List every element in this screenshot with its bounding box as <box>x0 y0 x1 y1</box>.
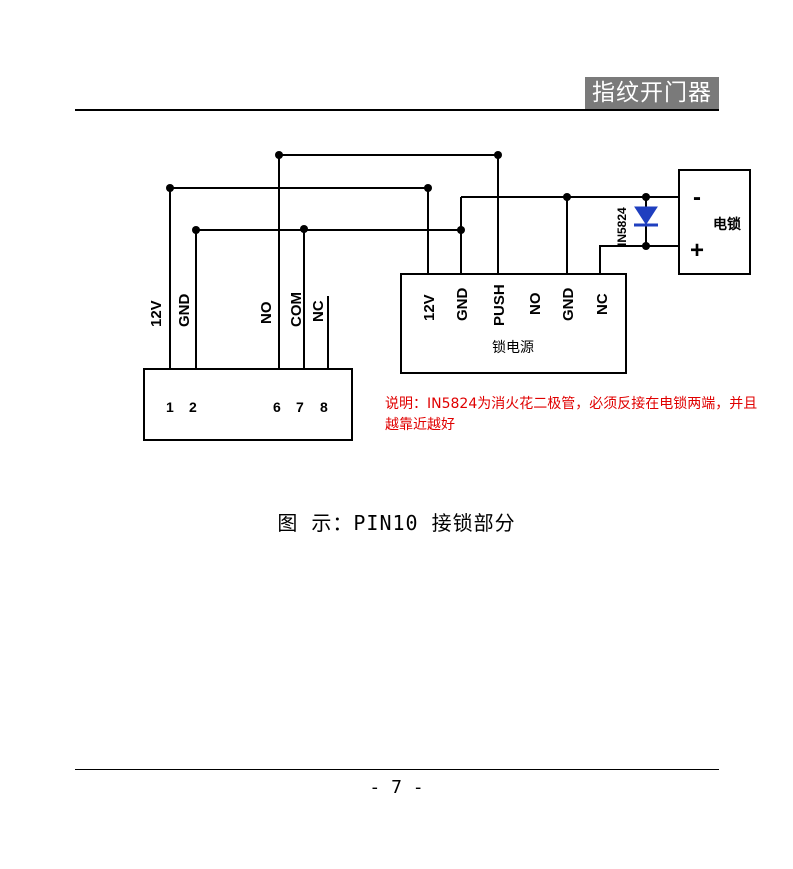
reader-pin-label: NO <box>258 301 275 324</box>
lock-box <box>678 169 751 275</box>
junction-dot <box>457 226 465 234</box>
lock-label: 电锁 <box>713 216 741 233</box>
psu-pin-label: GND <box>560 288 577 322</box>
diode-note: 说明：IN5824为消火花二极管，必须反接在电锁两端，并且越靠近越好 <box>385 396 758 433</box>
reader-pin-label: COM <box>288 292 305 327</box>
wire-nc-lock-plus <box>599 245 679 274</box>
reader-box <box>143 368 353 441</box>
reader-pin-number: 1 <box>166 399 174 415</box>
figure-caption: 图 示：PIN10 接锁部分 <box>277 511 516 535</box>
junction-dot <box>494 151 502 159</box>
lock-plus-sign: + <box>690 237 704 264</box>
reader-pin-number: 8 <box>320 399 328 415</box>
psu-pin-label: NC <box>594 293 611 315</box>
header-title: 指纹开门器 <box>585 77 719 110</box>
junction-dot <box>424 184 432 192</box>
diode-label: IN5824 <box>615 207 629 246</box>
lock-minus-sign: - <box>693 184 701 211</box>
reader-pin-label: NC <box>310 300 327 322</box>
reader-pin-number: 7 <box>296 399 304 415</box>
junction-dot <box>275 151 283 159</box>
reader-pin-number: 2 <box>189 399 197 415</box>
page-number: - 7 - <box>369 777 424 798</box>
psu-pin-label: GND <box>454 288 471 322</box>
junction-dot <box>642 193 650 201</box>
junction-dot <box>192 226 200 234</box>
header-rule <box>75 109 719 111</box>
psu-pin-label: NO <box>527 292 544 315</box>
junction-dot <box>166 184 174 192</box>
psu-pin-label: 12V <box>421 294 438 321</box>
reader-pin-number: 6 <box>273 399 281 415</box>
psu-label: 锁电源 <box>492 340 534 356</box>
psu-pin-label: PUSH <box>491 284 508 326</box>
junction-dot <box>642 242 650 250</box>
footer-rule <box>75 769 719 770</box>
reader-pin-label: 12V <box>148 300 165 327</box>
junction-dot <box>300 225 308 233</box>
psu-box <box>400 273 627 374</box>
diode-symbol <box>634 206 658 227</box>
junction-dot <box>563 193 571 201</box>
reader-pin-label: GND <box>176 294 193 328</box>
